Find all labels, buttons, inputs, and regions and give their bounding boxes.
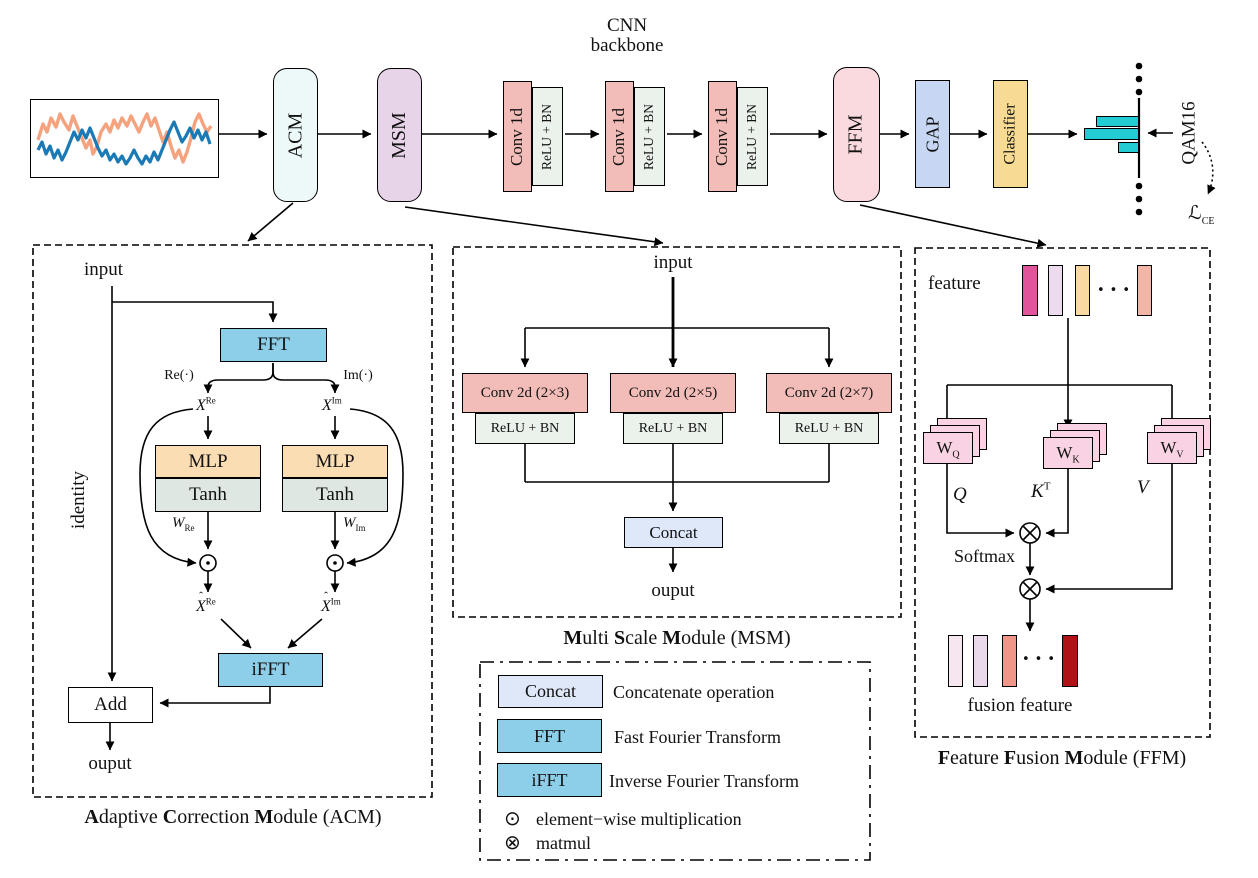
acm-caption: Adaptive Correction Module (ACM): [84, 806, 382, 828]
msm-relu-bn-box-3: ReLU + BN: [779, 413, 879, 444]
msm-relu-bn-box-2: ReLU + BN: [623, 413, 723, 444]
fusion-bar-1: [948, 635, 963, 687]
elementwise-multiply-icon: ⊙: [504, 806, 521, 830]
msm-caption: Multi Scale Module (MSM): [563, 627, 791, 649]
acm-im-label: Im(·): [343, 368, 373, 383]
acm-add-box: Add: [68, 687, 153, 723]
ffm-q-label: Q: [953, 484, 967, 505]
ffm-kt-label: KT: [1031, 480, 1051, 502]
ce-loss-label: ℒCE: [1188, 202, 1215, 227]
acm-mlp-right-box: MLP: [282, 445, 388, 478]
msm-conv2d-box-2: Conv 2d (2×5): [610, 373, 736, 413]
wk-label: WK: [1056, 443, 1080, 466]
legend-ifft-desc: Inverse Fourier Transform: [609, 771, 799, 791]
acm-wim-label: WIm: [343, 515, 366, 533]
msm-conv2d-box-3: Conv 2d (2×7): [766, 373, 892, 413]
pipeline-msm-block: MSM: [377, 68, 422, 202]
matmul-icon: ⊗: [504, 830, 521, 854]
acm-ifft-box: iFFT: [218, 653, 323, 687]
fusion-feature-label: fusion feature: [967, 695, 1073, 716]
pipeline-acm-block: ACM: [273, 68, 318, 202]
conv1d-block-2: Conv 1d: [605, 81, 634, 192]
feature-bar-2: [1048, 265, 1063, 316]
classifier-block: Classifier: [993, 80, 1028, 188]
acm-identity-label: identity: [68, 470, 89, 530]
acm-xim-label: XIm: [322, 395, 342, 414]
ffm-wires: [942, 318, 1177, 632]
output-bar-2: [1084, 128, 1139, 140]
output-bar-3: [1118, 142, 1139, 153]
wv-label: WV: [1160, 438, 1184, 461]
signal-waveforms: [36, 112, 213, 166]
legend-concat-box: Concat: [498, 675, 603, 708]
acm-wires: [105, 286, 404, 751]
acm-mlp-left-box: MLP: [155, 445, 261, 478]
output-bar-1: [1096, 116, 1139, 127]
module-pointer-arrows: [247, 202, 1047, 248]
acm-tanh-left-box: Tanh: [155, 478, 261, 512]
module-borders: [32, 244, 1211, 861]
msm-output-label: ouput: [651, 580, 695, 601]
msm-relu-bn-box-1: ReLU + BN: [475, 413, 575, 444]
acm-wre-label: WRe: [172, 515, 195, 533]
legend-fft-desc: Fast Fourier Transform: [614, 727, 782, 747]
acm-re-label: Re(·): [164, 368, 194, 383]
output-axis: [1135, 62, 1143, 216]
ffm-feature-label: feature: [928, 273, 981, 294]
feature-bars-ellipsis: •••: [1097, 283, 1136, 298]
fusion-bars-ellipsis: •••: [1022, 652, 1061, 667]
qam16-label: QAM16: [1179, 101, 1200, 165]
input-signal-image: [30, 99, 219, 178]
legend-fft-box: FFT: [497, 719, 602, 753]
msm-wires: [520, 277, 834, 573]
acm-input-label: input: [84, 259, 124, 280]
acm-tanh-right-box: Tanh: [282, 478, 388, 512]
fusion-bar-2: [973, 635, 988, 687]
conv1d-block-1: Conv 1d: [503, 81, 532, 192]
relu-bn-block-3: ReLU + BN: [737, 87, 768, 186]
gap-block: GAP: [915, 80, 950, 188]
fusion-bar-4: [1062, 635, 1078, 687]
legend-otimes-desc: matmul: [536, 833, 591, 853]
legend-ifft-box: iFFT: [497, 763, 602, 797]
wq-label: WQ: [936, 438, 960, 461]
ffm-v-label: V: [1137, 477, 1149, 498]
acm-output-label: ouput: [88, 753, 132, 774]
pipeline-arrows: [218, 128, 1216, 195]
msm-conv2d-box-1: Conv 2d (2×3): [462, 373, 588, 413]
pipeline-ffm-block: FFM: [833, 67, 880, 202]
conv1d-block-3: Conv 1d: [708, 81, 737, 192]
ffm-softmax-label: Softmax: [954, 546, 1015, 566]
acm-xre-label: XRe: [196, 395, 216, 414]
feature-bar-1: [1022, 265, 1038, 316]
relu-bn-block-1: ReLU + BN: [532, 87, 563, 186]
feature-bar-3: [1075, 265, 1090, 316]
legend-concat-desc: Concatenate operation: [613, 682, 775, 702]
fusion-bar-3: [1002, 635, 1017, 687]
msm-concat-box: Concat: [624, 517, 723, 548]
acm-fft-box: FFT: [220, 328, 327, 362]
feature-bar-4: [1137, 265, 1152, 316]
legend-odot-desc: element−wise multiplication: [536, 809, 742, 829]
msm-input-label: input: [653, 252, 693, 273]
relu-bn-block-2: ReLU + BN: [634, 87, 665, 186]
ffm-caption: Feature Fusion Module (FFM): [937, 747, 1187, 769]
